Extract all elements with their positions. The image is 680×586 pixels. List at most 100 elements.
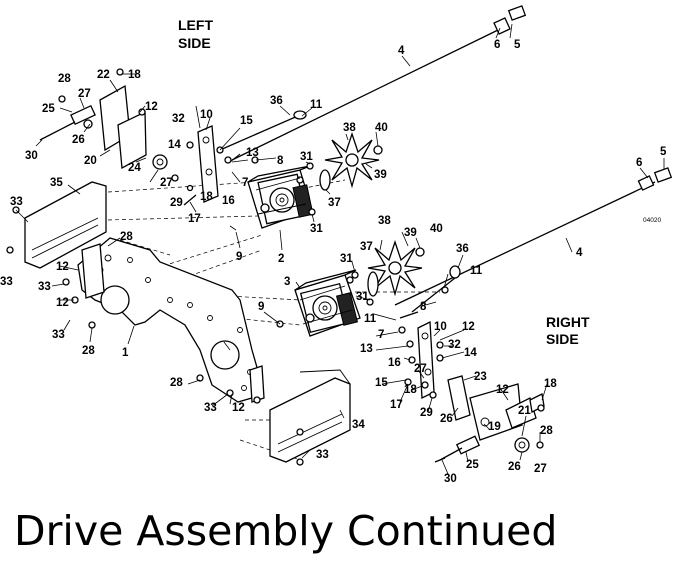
right-side-label-line1: RIGHT [546, 314, 590, 330]
left-control-arm [183, 125, 259, 206]
callout-label: 40 [430, 223, 443, 235]
callout-label: 30 [25, 150, 38, 162]
callout-label: 16 [388, 357, 401, 369]
callout-label: 8 [420, 301, 427, 313]
callout-label: 19 [488, 421, 501, 433]
callout-label: 38 [378, 215, 391, 227]
left-side-label: LEFT SIDE [178, 17, 213, 51]
callout-label: 2 [278, 253, 284, 265]
callout-label: 37 [328, 197, 341, 209]
callout-label: 33 [10, 196, 23, 208]
callout-label: 1 [122, 347, 129, 359]
callout-label: 30 [444, 473, 457, 485]
left-side-label-line2: SIDE [178, 35, 211, 51]
callout-label: 10 [200, 109, 213, 121]
callout-label: 7 [378, 329, 384, 341]
linkage-rod-left [219, 110, 307, 151]
callout-label: 28 [170, 377, 183, 389]
leader-lines [35, 23, 665, 475]
callout-label: 12 [496, 384, 509, 396]
callout-label: 11 [364, 313, 377, 325]
callout-label: 33 [316, 449, 329, 461]
callout-label: 9 [236, 251, 242, 263]
callout-label: 32 [448, 339, 461, 351]
callout-label: 18 [544, 378, 557, 390]
callout-label: 23 [474, 371, 487, 383]
callout-label: 8 [277, 155, 284, 167]
callout-label: 31 [356, 291, 369, 303]
callout-label: 37 [360, 241, 373, 253]
callout-label: 31 [340, 253, 353, 265]
callout-label: 14 [464, 347, 477, 359]
callout-label: 33 [0, 276, 13, 288]
callout-label: 40 [375, 122, 388, 134]
main-frame-plate [62, 237, 265, 404]
left-bracket-assembly [39, 68, 179, 182]
callout-label: 32 [172, 113, 185, 125]
callout-label: 31 [300, 151, 313, 163]
callout-label: 28 [58, 73, 71, 85]
left-cover-plate [6, 181, 107, 269]
callout-label: 9 [258, 301, 264, 313]
right-control-arm [398, 320, 444, 400]
right-side-label: RIGHT SIDE [546, 314, 590, 347]
callout-label: 3 [284, 276, 290, 288]
right-cover-plate [269, 369, 351, 466]
right-cooling-fan [351, 239, 425, 297]
callout-label: 13 [360, 343, 373, 355]
callout-label: 12 [145, 101, 158, 113]
callout-label: 18 [200, 191, 213, 203]
callout-label: 18 [128, 69, 141, 81]
callout-label: 12 [56, 261, 69, 273]
callout-label: 25 [42, 103, 55, 115]
callout-label: 15 [375, 377, 388, 389]
callout-label: 11 [310, 99, 323, 111]
callout-label: 36 [456, 243, 469, 255]
callout-label: 11 [470, 265, 483, 277]
callout-label: 27 [78, 88, 91, 100]
callout-label: 21 [518, 405, 531, 417]
callout-label: 5 [514, 39, 521, 51]
right-bracket-assembly [434, 375, 545, 463]
callout-label: 33 [52, 329, 65, 341]
callout-label: 31 [310, 223, 323, 235]
callout-label: 6 [636, 157, 642, 169]
callout-label: 12 [56, 297, 69, 309]
callout-label: 18 [404, 384, 417, 396]
left-side-label-line1: LEFT [178, 17, 213, 33]
callout-label: 4 [398, 45, 405, 57]
right-side-label-line2: SIDE [546, 331, 579, 347]
callout-label: 15 [240, 115, 253, 127]
callout-label: 28 [82, 345, 95, 357]
callout-label: 27 [534, 463, 547, 475]
callout-label: 39 [404, 227, 417, 239]
callout-label: 14 [168, 139, 181, 151]
callout-label: 24 [128, 162, 141, 174]
callout-label: 22 [97, 69, 110, 81]
callout-label: 27 [160, 177, 173, 189]
callout-label: 29 [170, 197, 183, 209]
callout-label: 33 [38, 281, 51, 293]
callout-label: 25 [466, 459, 479, 471]
callout-label: 26 [440, 413, 453, 425]
callout-label: 35 [50, 177, 63, 189]
callout-label: 38 [343, 122, 356, 134]
callout-label: 26 [72, 134, 85, 146]
callout-label: 13 [246, 147, 259, 159]
callout-label: 7 [242, 177, 248, 189]
callout-label: 5 [660, 146, 667, 158]
callout-label: 12 [232, 402, 245, 414]
left-cooling-fan [306, 131, 383, 216]
control-rod-left [229, 5, 527, 163]
drawing-code: 04020 [643, 217, 661, 224]
callout-label: 16 [222, 195, 235, 207]
callout-label: 27 [414, 363, 427, 375]
callout-label: 10 [434, 321, 447, 333]
callout-label: 4 [576, 247, 583, 259]
callout-label: 36 [270, 95, 283, 107]
control-rod-right [394, 167, 673, 306]
callout-label: 29 [420, 407, 433, 419]
linkage-rod-right [399, 265, 461, 319]
callout-label: 26 [508, 461, 521, 473]
